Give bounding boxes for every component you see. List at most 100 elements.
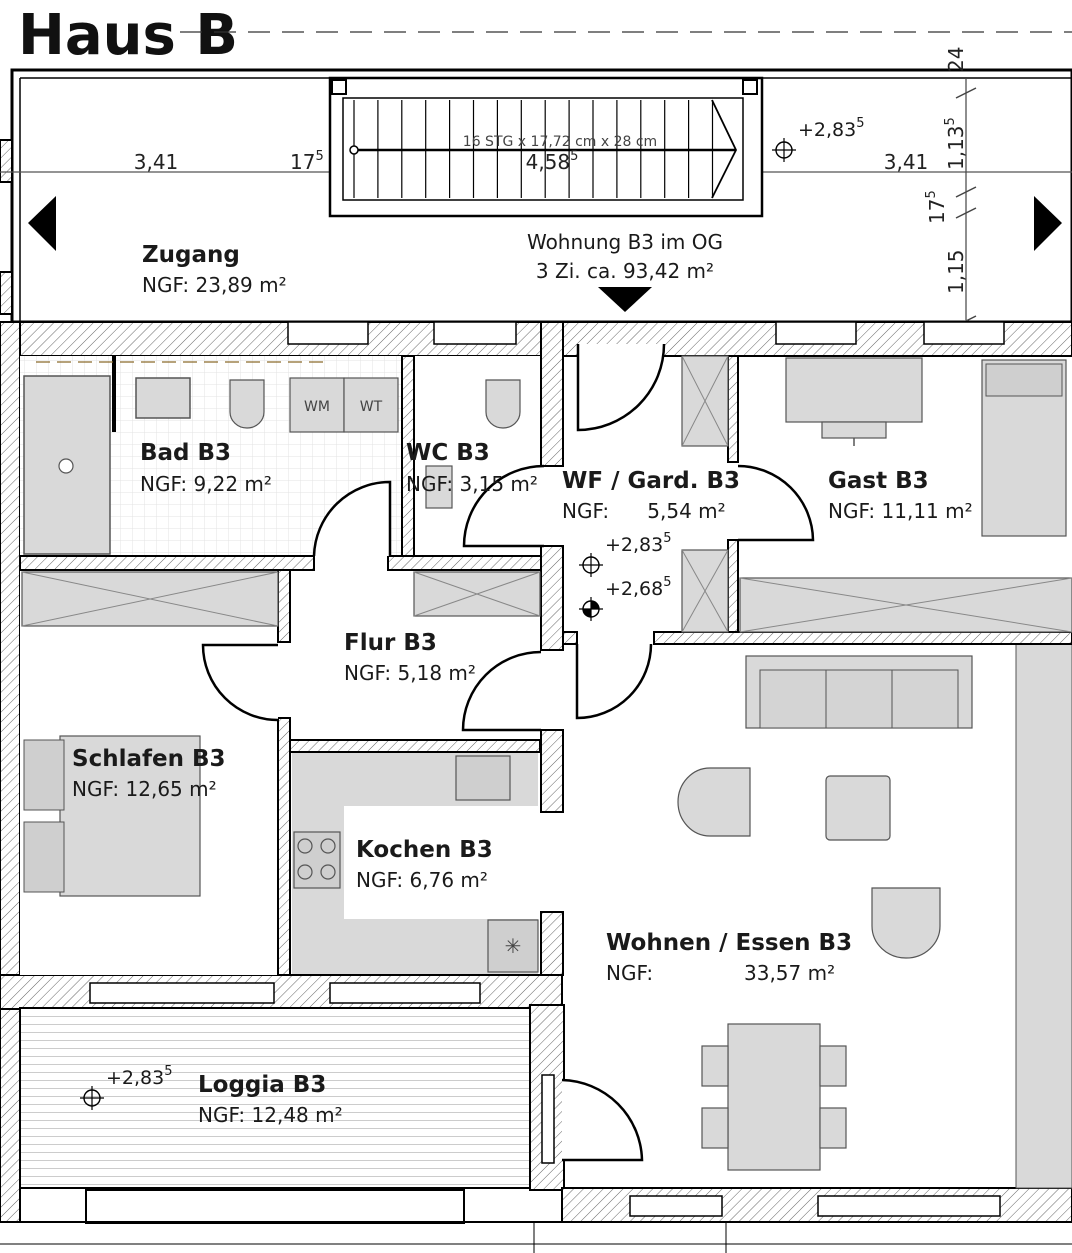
desk bbox=[785, 357, 923, 423]
crosshair-icon bbox=[80, 1086, 104, 1110]
level-loggia: +2,835 bbox=[106, 1064, 173, 1089]
balcony-door bbox=[541, 1074, 555, 1164]
dim-v-gap: 175 bbox=[924, 190, 949, 224]
room-area-wc: NGF: 3,15 m² bbox=[406, 472, 538, 496]
room-area-wohnen-prefix: NGF: bbox=[606, 961, 653, 985]
shower-tray bbox=[23, 375, 111, 555]
room-area-bad: NGF: 9,22 m² bbox=[140, 472, 272, 496]
room-name-wf: WF / Gard. B3 bbox=[562, 468, 740, 494]
room-name-kochen: Kochen B3 bbox=[356, 837, 493, 863]
living-side-panel bbox=[1015, 643, 1072, 1189]
staircase: 16 STG x 17,72 cm x 28 cm 4,585 bbox=[328, 76, 764, 218]
dim-left: 3,41 bbox=[134, 150, 179, 174]
labels: +2,835 +2,835 +2,685 +2,835 Wohnung B3 i… bbox=[72, 116, 973, 1127]
pillow bbox=[23, 739, 65, 811]
dim-v-top: 24 bbox=[944, 47, 968, 72]
dim-v-bottom: 1,15 bbox=[944, 249, 968, 294]
wall-stub bbox=[0, 139, 13, 183]
wc-door-swing bbox=[462, 464, 545, 548]
room-area-wohnen-value: 33,57 m² bbox=[744, 961, 835, 985]
window bbox=[89, 982, 275, 1004]
dimension-chain: 3,41 175 3,41 24 1,135 175 1,15 bbox=[134, 47, 977, 327]
snowflake-icon: ✳ bbox=[505, 934, 522, 958]
stair-width: 4,585 bbox=[526, 149, 579, 174]
loggia-door-swing bbox=[561, 1078, 644, 1162]
living-furniture bbox=[677, 655, 973, 1171]
washer-label: WM bbox=[304, 399, 330, 415]
dining-table bbox=[727, 1023, 821, 1171]
window bbox=[817, 1195, 1001, 1217]
title-block: Haus B bbox=[18, 3, 1072, 68]
wall-stub bbox=[0, 271, 13, 315]
drain-icon bbox=[58, 458, 74, 474]
level-markers bbox=[80, 138, 796, 1110]
dim-v-mid: 1,135 bbox=[943, 117, 968, 170]
room-area-loggia: NGF: 12,48 m² bbox=[198, 1103, 343, 1127]
level-hall-1: +2,835 bbox=[605, 531, 672, 556]
crosshair-filled-icon bbox=[579, 597, 603, 621]
room-area-kochen: NGF: 6,76 m² bbox=[356, 868, 488, 892]
dryer bbox=[343, 377, 399, 433]
pillow bbox=[23, 821, 65, 893]
dining-chair bbox=[819, 1107, 847, 1149]
washbasin bbox=[135, 377, 191, 419]
window bbox=[329, 982, 481, 1004]
window bbox=[923, 321, 1005, 345]
room-area-flur: NGF: 5,18 m² bbox=[344, 661, 476, 685]
room-area-zugang: NGF: 23,89 m² bbox=[142, 273, 287, 297]
wardrobes bbox=[21, 355, 1072, 633]
room-name-schlafen: Schlafen B3 bbox=[72, 746, 226, 772]
guest-furniture bbox=[785, 357, 1067, 537]
kitchen-fixtures: ✳ bbox=[293, 755, 539, 973]
unit-summary: 3 Zi. ca. 93,42 m² bbox=[536, 259, 714, 283]
sink bbox=[455, 755, 511, 801]
level-hall-2: +2,685 bbox=[605, 575, 672, 600]
guest-door-swing bbox=[737, 464, 815, 542]
room-name-loggia: Loggia B3 bbox=[198, 1072, 326, 1098]
kitchen-door-swing bbox=[461, 650, 542, 732]
room-name-flur: Flur B3 bbox=[344, 630, 437, 656]
wc-handbasin bbox=[425, 465, 453, 509]
windows bbox=[89, 321, 1005, 1217]
living-door-swing bbox=[575, 643, 653, 720]
bedroom-furniture bbox=[23, 735, 201, 897]
room-area-gast: NGF: 11,11 m² bbox=[828, 499, 973, 523]
crosshair-icon bbox=[579, 553, 603, 577]
bath-door-swing bbox=[312, 480, 392, 557]
bedroom-door-swing bbox=[201, 643, 279, 722]
window bbox=[433, 321, 517, 345]
arrow-left-icon bbox=[28, 196, 56, 251]
dining-chair bbox=[701, 1107, 729, 1149]
interior-walls bbox=[19, 321, 1072, 976]
dim-right: 3,41 bbox=[884, 150, 929, 174]
room-name-gast: Gast B3 bbox=[828, 468, 929, 494]
toilet bbox=[229, 379, 265, 429]
armchair-2 bbox=[871, 887, 941, 959]
entry-arrow-icon bbox=[598, 287, 652, 312]
dining-chair bbox=[819, 1045, 847, 1087]
room-name-bad: Bad B3 bbox=[140, 440, 231, 466]
side-table bbox=[825, 775, 891, 841]
crosshair-icon bbox=[772, 138, 796, 162]
double-bed bbox=[59, 735, 201, 897]
dryer-label: WT bbox=[360, 399, 383, 415]
chair bbox=[821, 421, 887, 439]
fridge bbox=[487, 919, 539, 973]
armchair bbox=[677, 767, 751, 837]
arrow-right-icon bbox=[1034, 196, 1062, 251]
kitchen-open-floor bbox=[344, 806, 538, 919]
room-name-wohnen: Wohnen / Essen B3 bbox=[606, 930, 852, 956]
stair-label: 16 STG x 17,72 cm x 28 cm bbox=[463, 134, 657, 150]
doors bbox=[201, 343, 815, 1162]
bathroom-fixtures: WM WT bbox=[23, 356, 521, 555]
wc-toilet bbox=[485, 379, 521, 429]
entrance-door-swing bbox=[576, 343, 666, 432]
room-name-wc: WC B3 bbox=[406, 440, 490, 466]
unit-name: Wohnung B3 im OG bbox=[527, 230, 723, 254]
loggia-floor bbox=[19, 1007, 531, 1189]
washer bbox=[289, 377, 345, 433]
level-landing: +2,835 bbox=[798, 116, 865, 141]
room-area-wf: NGF: 5,54 m² bbox=[562, 499, 726, 523]
room-name-zugang: Zugang bbox=[142, 242, 240, 268]
